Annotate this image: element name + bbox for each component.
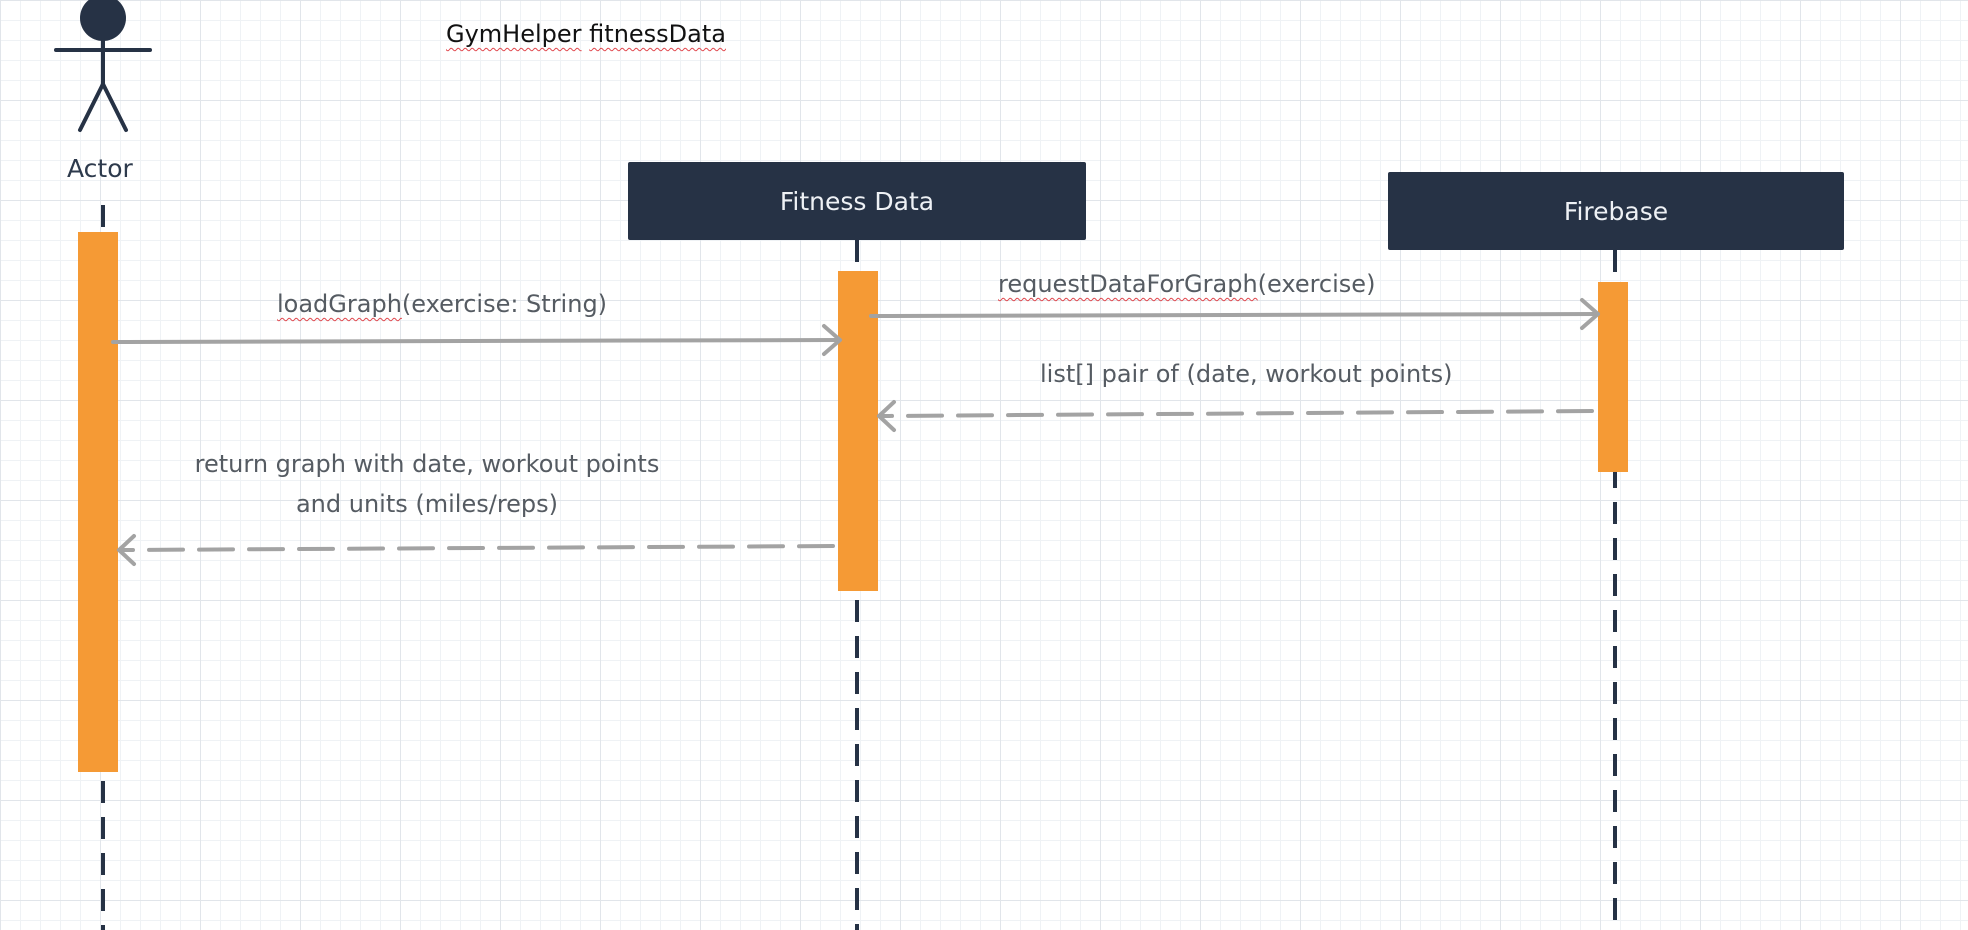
load-graph-message-label[interactable]: loadGraph(exercise: String): [277, 290, 607, 318]
request-data-message-label[interactable]: requestDataForGraph(exercise): [998, 270, 1375, 298]
fitness-data-activation-bar[interactable]: [838, 271, 878, 591]
return-graph-message-label[interactable]: return graph with date, workout points a…: [170, 444, 684, 524]
firebase-header-label: Firebase: [1563, 196, 1669, 226]
diagram-title: GymHelper fitnessData: [446, 20, 726, 48]
firebase-activation-bar[interactable]: [1598, 282, 1628, 472]
load-graph-args: (exercise: String): [401, 290, 608, 318]
load-graph-method: loadGraph: [277, 290, 402, 318]
actor-activation-bar[interactable]: [78, 232, 118, 772]
request-data-arrow[interactable]: [869, 298, 1600, 330]
title-word-fitnessdata: fitnessData: [589, 20, 726, 48]
actor-figure-icon[interactable]: [54, 0, 152, 132]
firebase-header[interactable]: Firebase: [1388, 172, 1844, 250]
return-graph-arrow[interactable]: [117, 534, 835, 566]
list-pair-message-label[interactable]: list[] pair of (date, workout points): [1040, 360, 1453, 388]
request-data-method: requestDataForGraph: [998, 270, 1258, 298]
fitness-data-header[interactable]: Fitness Data: [628, 162, 1086, 240]
actor-label: Actor: [67, 154, 133, 183]
load-graph-arrow[interactable]: [111, 324, 842, 356]
request-data-args: (exercise): [1257, 270, 1376, 298]
fitness-data-header-label: Fitness Data: [779, 186, 935, 216]
list-pair-return-arrow[interactable]: [877, 400, 1594, 432]
title-word-gymhelper: GymHelper: [446, 20, 582, 48]
return-graph-line-2: and units (miles/reps): [295, 490, 559, 518]
return-graph-line-1: return graph with date, workout points: [194, 450, 660, 478]
